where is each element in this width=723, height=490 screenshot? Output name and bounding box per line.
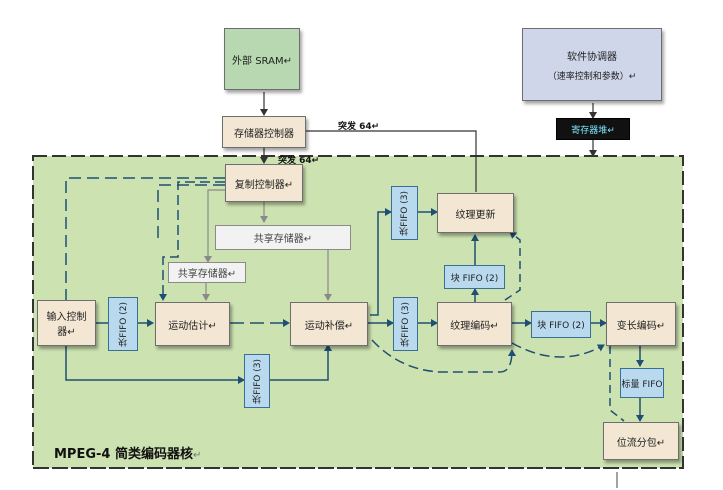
fifo-input: 块FIFO (2) xyxy=(108,297,138,351)
fifo-header: 标量 FIFO xyxy=(620,368,664,398)
link-tex-vlc-curve xyxy=(511,342,605,358)
external-sram-label: 外部 SRAM↵ xyxy=(232,55,292,67)
register-file-label: 寄存器堆↵ xyxy=(571,125,615,136)
fifo-tex-vlc-label: 块 FIFO (2) xyxy=(537,321,585,331)
software-tuning-box: 软件协调器 （速率控制和参数）↵ xyxy=(522,28,662,101)
motion-estimation-label: 运动估计↵ xyxy=(168,320,217,332)
fifo-tex-vlc: 块 FIFO (2) xyxy=(531,311,591,338)
bitstream-packing-label: 位流分包↵ xyxy=(616,437,666,449)
texture-update-box: 纹理更新 xyxy=(437,193,514,233)
input-controller-box: 输入控制器↵ xyxy=(37,300,96,346)
shared-memory-1-label: 共享存储器↵ xyxy=(253,234,313,245)
fifo-bottom: 块FIFO (3) xyxy=(244,354,270,408)
bitstream-packing-box: 位流分包↵ xyxy=(603,422,679,460)
motion-compensation-label: 运动补偿↵ xyxy=(304,320,354,332)
memory-controller-label: 存储器控制器 xyxy=(234,128,294,140)
motion-estimation-box: 运动估计↵ xyxy=(155,302,230,346)
external-sram-box: 外部 SRAM↵ xyxy=(224,28,300,90)
vlc-box: 变长编码↵ xyxy=(606,302,676,346)
loop-copy-me xyxy=(157,184,225,240)
shared-memory-2-label: 共享存储器↵ xyxy=(177,269,237,280)
shared-memory-1-box: 共享存储器↵ xyxy=(215,225,351,250)
input-controller-label: 输入控制器↵ xyxy=(46,312,87,338)
fifo-mc-tex-label: 块FIFO (3) xyxy=(401,301,411,347)
link-copy-shared2 xyxy=(204,189,225,263)
motion-compensation-box: 运动补偿↵ xyxy=(290,302,368,346)
fifo-mc-tex: 块FIFO (3) xyxy=(393,297,418,351)
fifo-header-label: 标量 FIFO xyxy=(621,379,663,390)
fifo-tex-update-label: 块 FIFO (2) xyxy=(450,273,499,284)
fifo-update: 块FIFO (3) xyxy=(391,186,418,240)
link-memctrl-texupdate xyxy=(300,127,477,192)
core-title-text: MPEG-4 简类编码器核 xyxy=(54,447,193,462)
memory-controller-box: 存储器控制器 xyxy=(222,116,306,148)
fifo-update-label: 块FIFO (3) xyxy=(400,190,410,236)
shared-memory-2-box: 共享存储器↵ xyxy=(168,262,246,283)
link-mc-upd-fifo xyxy=(370,208,392,316)
link-texcoding-loop xyxy=(504,231,521,301)
copy-controller-label: 复制控制器↵ xyxy=(234,179,294,191)
copy-controller-box: 复制控制器↵ xyxy=(225,164,303,202)
bus-label-bottom: 突发 64↵ xyxy=(278,156,320,166)
fifo-bottom-label: 块FIFO (3) xyxy=(252,358,263,404)
fifo-tex-update: 块 FIFO (2) xyxy=(444,265,505,289)
vlc-label: 变长编码↵ xyxy=(616,320,666,332)
core-title: MPEG-4 简类编码器核↵ xyxy=(54,443,201,462)
link-bottom-fifo-mc xyxy=(270,344,332,381)
register-file-box: 寄存器堆↵ xyxy=(556,118,630,140)
link-input-bottom-fifo xyxy=(65,345,245,384)
texture-coding-label: 纹理编码↵ xyxy=(450,320,499,332)
software-tuning-sublabel: （速率控制和参数）↵ xyxy=(547,71,637,82)
texture-update-label: 纹理更新 xyxy=(455,209,496,221)
loop-copy-input xyxy=(65,177,225,300)
texture-coding-box: 纹理编码↵ xyxy=(437,302,512,346)
loop-copy-me2 xyxy=(159,181,225,301)
core-title-mark: ↵ xyxy=(192,450,202,461)
software-tuning-label: 软件协调器 xyxy=(567,51,617,63)
link-mc-curve xyxy=(371,339,516,373)
bus-label-top: 突发 64↵ xyxy=(338,122,380,132)
fifo-input-label: 块FIFO (2) xyxy=(118,301,129,347)
